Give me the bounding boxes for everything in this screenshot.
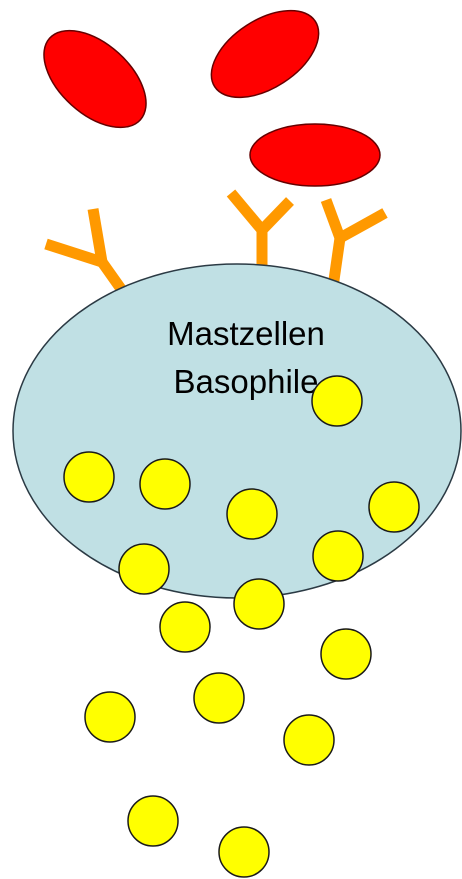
granule xyxy=(234,579,284,629)
granule xyxy=(284,715,334,765)
granule xyxy=(64,452,114,502)
granule xyxy=(369,482,419,532)
granule xyxy=(227,489,277,539)
antigen xyxy=(26,12,164,146)
cell-label-line1: Mastzellen xyxy=(167,315,325,352)
granule xyxy=(321,629,371,679)
granule xyxy=(312,376,362,426)
granule xyxy=(85,692,135,742)
granule xyxy=(160,602,210,652)
granule xyxy=(119,544,169,594)
granule xyxy=(313,531,363,581)
antigen xyxy=(250,124,380,186)
granule xyxy=(128,796,178,846)
granule xyxy=(219,827,269,877)
granule xyxy=(140,459,190,509)
antibody xyxy=(46,209,126,296)
cell-label-line2: Basophile xyxy=(174,363,319,400)
antigen xyxy=(196,0,334,115)
granule xyxy=(194,673,244,723)
antibody xyxy=(326,200,385,287)
